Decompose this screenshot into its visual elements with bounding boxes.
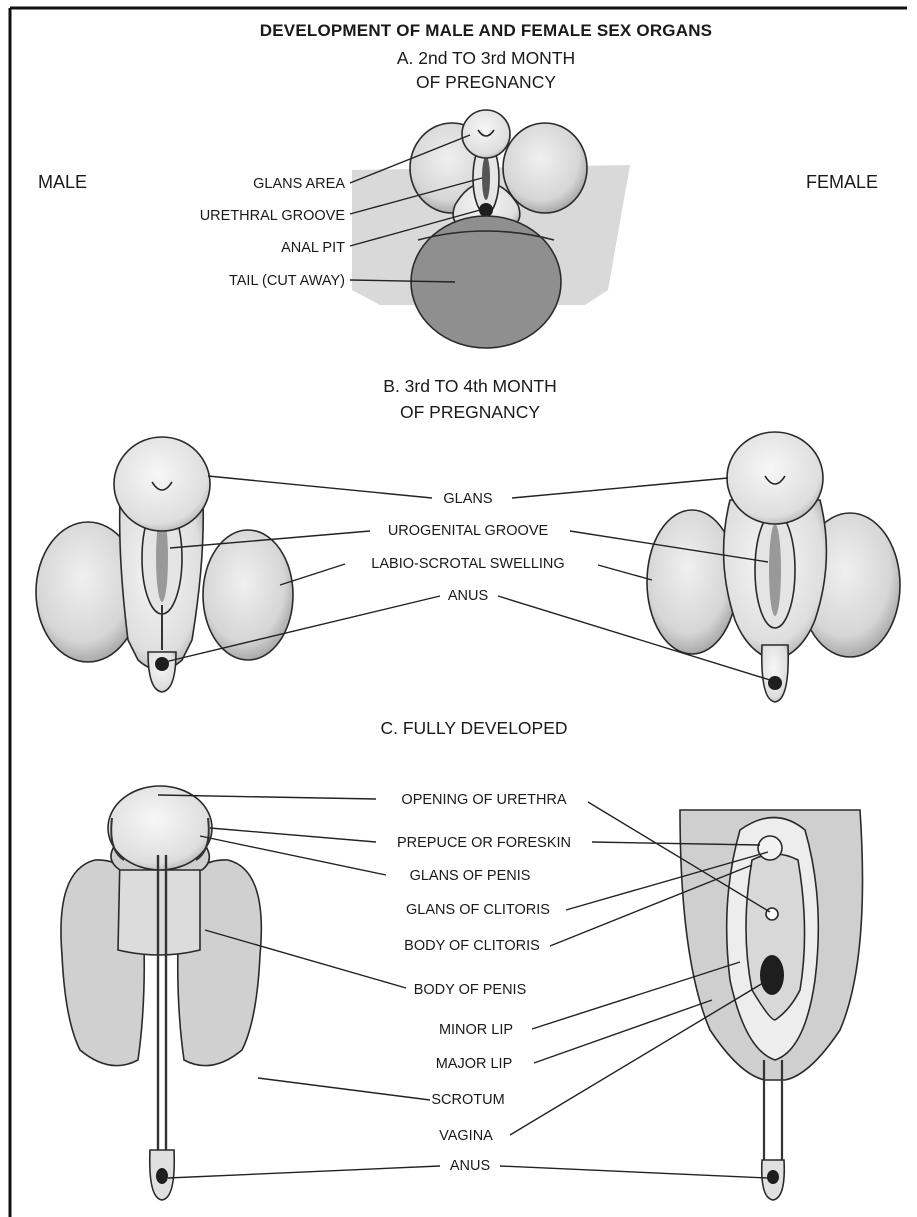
- section-b-heading-line1: B. 3rd TO 4th MONTH: [383, 376, 556, 396]
- label-glans-area: GLANS AREA: [253, 176, 345, 192]
- female-label: FEMALE: [806, 172, 878, 192]
- male-c-illustration: [61, 786, 261, 1200]
- label-tail-cut-away: TAIL (CUT AWAY): [229, 273, 345, 289]
- label-anus-b: ANUS: [448, 588, 488, 604]
- label-body-of-clitoris: BODY OF CLITORIS: [404, 938, 540, 954]
- female-b-illustration: [647, 432, 900, 702]
- section-b-heading-line2: OF PREGNANCY: [400, 402, 540, 422]
- label-glans-of-clitoris: GLANS OF CLITORIS: [406, 902, 550, 918]
- label-labio-scrotal-swelling: LABIO-SCROTAL SWELLING: [371, 556, 564, 572]
- label-scrotum: SCROTUM: [431, 1092, 504, 1108]
- male-b-illustration: [36, 437, 293, 692]
- label-prepuce-or-foreskin: PREPUCE OR FORESKIN: [397, 835, 571, 851]
- female-c-illustration: [680, 810, 863, 1200]
- section-a-heading-line1: A. 2nd TO 3rd MONTH: [397, 48, 575, 68]
- label-major-lip: MAJOR LIP: [436, 1056, 513, 1072]
- label-urogenital-groove: UROGENITAL GROOVE: [388, 523, 549, 539]
- section-a-heading-line2: OF PREGNANCY: [416, 72, 556, 92]
- label-glans-of-penis: GLANS OF PENIS: [410, 868, 531, 884]
- label-glans: GLANS: [443, 491, 492, 507]
- label-anus-c: ANUS: [450, 1158, 490, 1174]
- label-body-of-penis: BODY OF PENIS: [414, 982, 527, 998]
- label-urethral-groove: URETHRAL GROOVE: [200, 208, 346, 224]
- male-label: MALE: [38, 172, 87, 192]
- label-opening-of-urethra: OPENING OF URETHRA: [401, 792, 566, 808]
- label-vagina: VAGINA: [439, 1128, 493, 1144]
- embryo-a-illustration: [352, 110, 630, 348]
- label-anal-pit: ANAL PIT: [281, 240, 345, 256]
- section-c-heading: C. FULLY DEVELOPED: [380, 718, 567, 738]
- figure-title: DEVELOPMENT OF MALE AND FEMALE SEX ORGAN…: [260, 21, 712, 40]
- label-minor-lip: MINOR LIP: [439, 1022, 513, 1038]
